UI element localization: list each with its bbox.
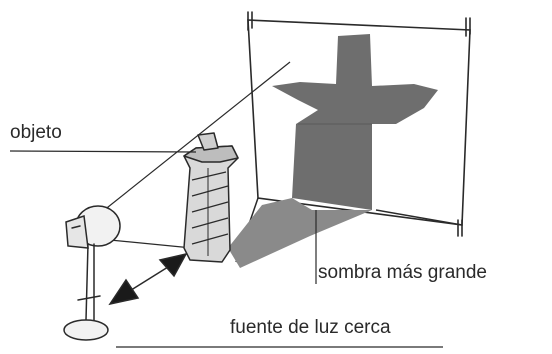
object-tower (183, 132, 239, 263)
leader-lines (9, 150, 443, 348)
large-shadow (272, 34, 438, 210)
distance-arrow (108, 252, 188, 306)
object-label: objeto (10, 122, 62, 143)
shadow-label: sombra más grande (318, 262, 487, 283)
light-rays (97, 61, 291, 249)
floor-shadow (228, 198, 372, 268)
light-source-label: fuente de luz cerca (230, 317, 391, 338)
lamp (63, 205, 121, 341)
